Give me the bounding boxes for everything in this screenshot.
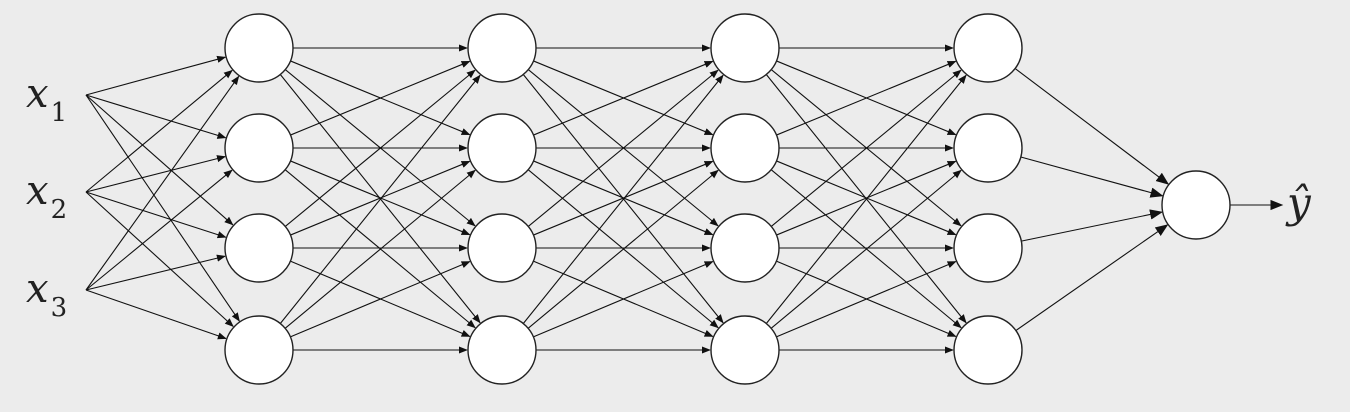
edge-h3-2-to-h4-1 [776, 60, 957, 136]
hidden-node-l3-n3 [710, 213, 780, 283]
hidden-node-l2-n4 [467, 315, 537, 385]
edge-input-2-to-h1-4 [85, 191, 234, 328]
hidden-node-l1-n1 [224, 13, 294, 83]
edge-h3-3-to-h4-2 [776, 160, 957, 236]
edge-h2-4-to-h3-3 [533, 261, 714, 338]
hidden-node-l4-n4 [953, 315, 1023, 385]
edge-input-2-to-h1-1 [85, 69, 233, 193]
edge-h2-4-to-h3-1 [522, 74, 724, 324]
hidden-node-l2-n3 [467, 213, 537, 283]
edge-h4-3-to-output [1021, 209, 1163, 242]
edge-h4-2-to-output [1020, 156, 1164, 198]
hidden-node-l1-n2 [224, 113, 294, 183]
labels-group: x1 x2 x3 ŷ [26, 71, 1312, 323]
edge-h1-3-to-h2-1 [284, 69, 476, 227]
hidden-node-l3-n1 [710, 13, 780, 83]
edge-h3-4-to-h4-3 [776, 261, 957, 338]
edge-h3-3-to-h4-1 [770, 69, 962, 227]
edge-input-1-to-h1-4 [85, 94, 240, 322]
edge-input-3-to-h1-3 [85, 254, 226, 291]
edge-h1-4-to-h2-2 [284, 169, 476, 329]
output-node [1161, 170, 1231, 240]
edges-group [85, 44, 1284, 354]
edge-h2-4-to-h3-2 [527, 169, 719, 329]
edge-input-3-to-h1-1 [85, 75, 240, 291]
edge-input-1-to-h1-3 [85, 94, 234, 226]
hidden-node-l1-n3 [224, 213, 294, 283]
edge-input-2-to-h1-3 [85, 191, 227, 239]
input-label-1: x1 [26, 71, 67, 128]
edge-h1-4-to-h2-1 [279, 74, 481, 324]
hidden-node-l4-n3 [953, 213, 1023, 283]
edge-h1-3-to-h2-2 [290, 160, 471, 236]
hidden-node-l3-n4 [710, 315, 780, 385]
edge-h3-4-to-h4-2 [770, 169, 962, 329]
input-label-2: x2 [26, 168, 67, 225]
edge-input-1-to-h1-2 [85, 94, 227, 139]
edge-input-3-to-h1-2 [85, 169, 233, 291]
edge-h1-2-to-h2-1 [290, 60, 471, 136]
output-label: ŷ [1285, 178, 1312, 227]
hidden-node-l3-n2 [710, 113, 780, 183]
edge-h3-4-to-h4-1 [765, 74, 967, 324]
edge-h1-4-to-h2-3 [290, 261, 471, 338]
nodes-group [224, 13, 1231, 385]
hidden-node-l1-n4 [224, 315, 294, 385]
hidden-node-l4-n2 [953, 113, 1023, 183]
edge-h4-1-to-output [1014, 68, 1170, 185]
edge-h2-3-to-h3-1 [527, 69, 719, 227]
hidden-node-l2-n1 [467, 13, 537, 83]
edge-h2-2-to-h3-1 [533, 60, 714, 136]
edge-h4-4-to-output [1015, 224, 1169, 332]
edge-input-1-to-h1-1 [85, 55, 227, 96]
edge-h2-3-to-h3-2 [533, 160, 714, 236]
hidden-node-l4-n1 [953, 13, 1023, 83]
hidden-node-l2-n2 [467, 113, 537, 183]
input-label-3: x3 [26, 266, 67, 323]
edge-input-2-to-h1-2 [85, 155, 226, 193]
edge-input-3-to-h1-4 [85, 289, 227, 340]
